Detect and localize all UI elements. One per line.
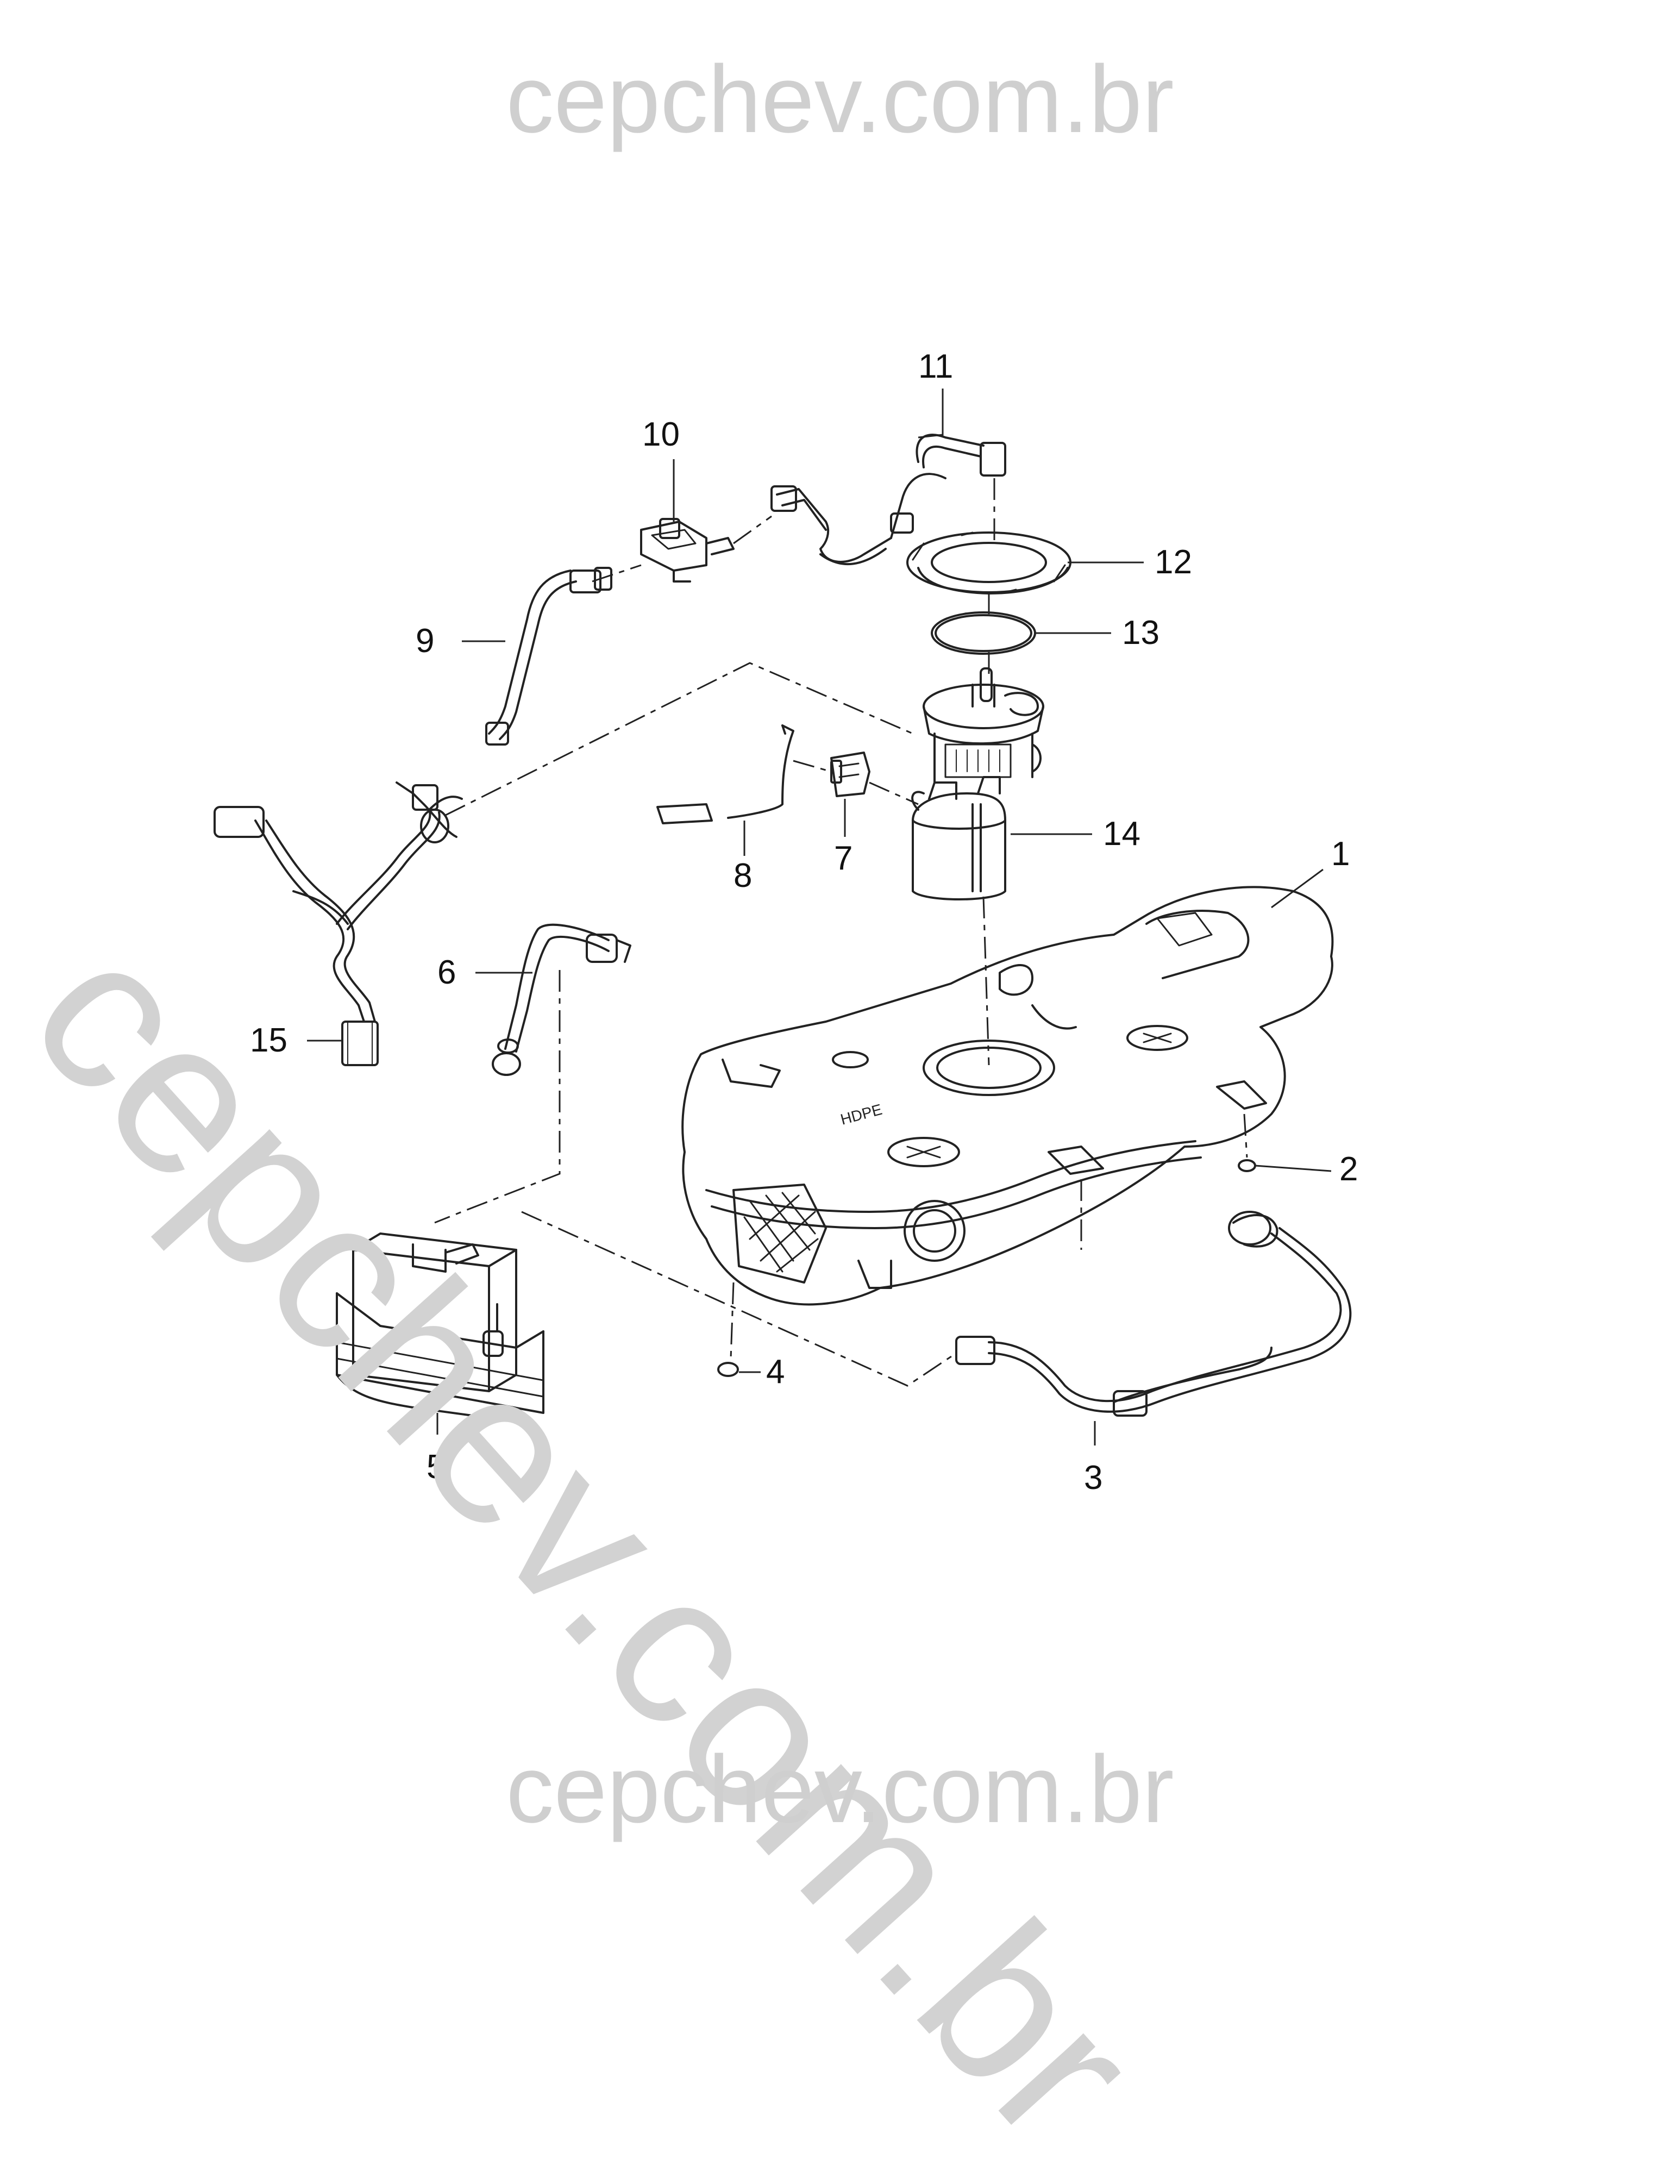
callout-13: 13 [1122,614,1159,652]
callout-5: 5 [427,1448,445,1486]
parts-diagram: cepchev.com.br [0,46,1358,2184]
float-arm [656,724,794,824]
callout-1: 1 [1331,835,1350,873]
callout-8: 8 [734,857,752,894]
callout-14: 14 [1103,815,1140,853]
watermark-bottom: cepchev.com.br [506,1736,1174,1843]
clip-nut-lower [717,1362,739,1377]
callout-7: 7 [834,840,852,877]
callout-10: 10 [642,416,680,453]
evap-pipe [492,923,631,1076]
clip-nut [1238,1159,1256,1172]
filler-vent-hose [955,1211,1352,1417]
evap-valve [640,518,735,583]
assembly-lines [434,478,1248,1387]
charcoal-canister [336,1232,544,1425]
watermark-top: cepchev.com.br [506,46,1174,153]
callout-12: 12 [1155,543,1192,581]
fuel-feed-pipe [770,434,1006,566]
fuel-pump-module [911,667,1044,900]
exploded-view-drawing: HDPE [214,348,1358,1497]
callout-3: 3 [1084,1459,1102,1497]
callout-6: 6 [437,954,456,991]
callout-9: 9 [416,622,434,660]
callout-11: 11 [918,348,953,385]
svg-text:HDPE: HDPE [839,1101,884,1128]
level-sensor [830,752,870,797]
wiring-harness [214,781,463,1066]
lock-ring [906,531,1071,595]
callout-labels: 1 2 3 4 5 6 7 8 9 10 11 12 13 14 15 [250,348,1358,1497]
callout-15: 15 [250,1022,287,1059]
vent-hose [485,567,612,746]
o-ring-seal [931,611,1036,655]
callout-4: 4 [766,1353,785,1391]
leader-lines [307,389,1332,1445]
callout-2: 2 [1339,1150,1358,1188]
fuel-tank: HDPE [681,886,1334,1306]
